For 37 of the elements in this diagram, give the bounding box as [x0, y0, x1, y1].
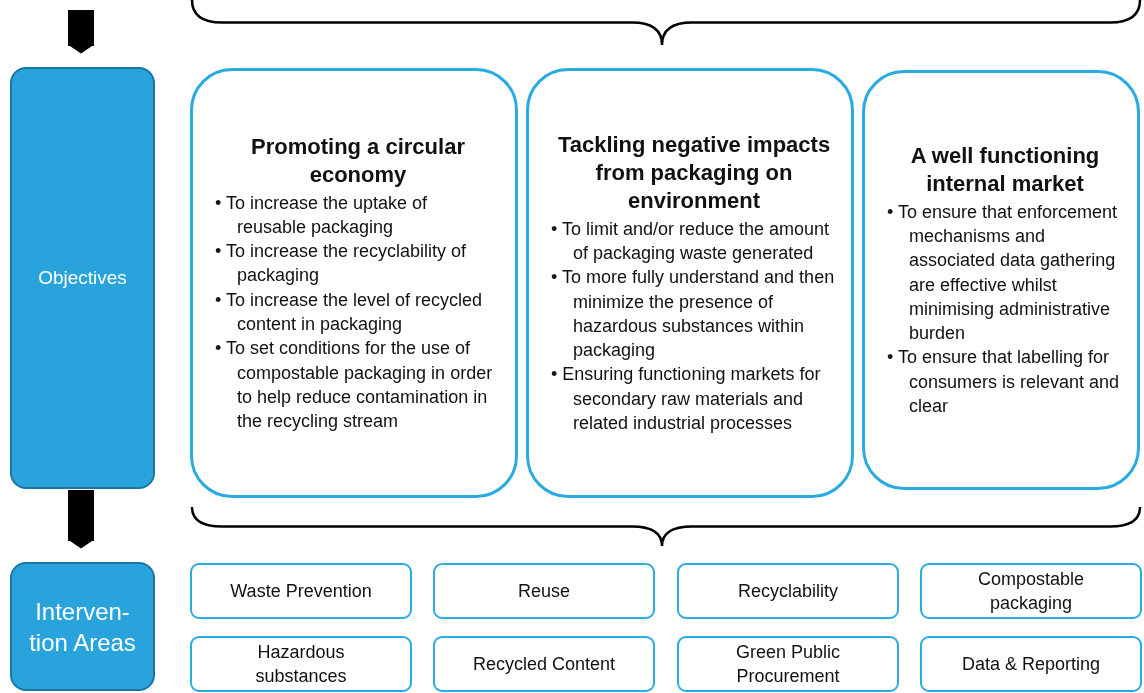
- box-label: Interven- tion Areas: [28, 596, 137, 658]
- intervention-area-box: [677, 563, 899, 619]
- bullet-text: • To ensure that enforcement mechanisms and associated data gathering are effective whilst minimising administrative burden: [887, 200, 1119, 346]
- box-label: Data & Reporting: [961, 653, 1101, 676]
- intervention-area-box: [190, 636, 412, 692]
- bullet-text: • To increase the recyclability of packaging: [215, 240, 468, 288]
- down-arrow: [68, 490, 94, 549]
- box-label: Hazardous substances: [254, 641, 348, 688]
- intervention-area-box: [920, 636, 1142, 692]
- card-heading: Tackling negative impacts from packaging on environment: [556, 130, 832, 215]
- box-label: Recycled Content: [472, 653, 616, 676]
- bullet-text: • To limit and/or reduce the amount of packaging waste generated: [551, 217, 831, 265]
- bullet-text: • Ensuring functioning markets for secondary raw materials and related industrial processes: [551, 363, 822, 436]
- bullet-text: • To more fully understand and then minimize the presence of hazardous substances within packaging: [551, 266, 836, 363]
- card-heading: A well functioning internal market: [909, 141, 1101, 198]
- intervention-area-box: [433, 636, 655, 692]
- down-arrow: [68, 10, 94, 54]
- intervention-area-box: [677, 636, 899, 692]
- objective-card: [526, 68, 854, 498]
- box-label: Reuse: [518, 580, 570, 603]
- card-heading: Promoting a circular economy: [250, 132, 466, 189]
- intervention-area-box: [190, 563, 412, 619]
- box-label: Compostable packaging: [976, 568, 1086, 615]
- objective-card: [190, 68, 518, 498]
- box-label: Waste Prevention: [230, 580, 372, 603]
- bullet-text: • To increase the level of recycled content in packaging: [215, 288, 484, 336]
- objective-card: [862, 70, 1140, 490]
- section-label-box: [10, 67, 155, 489]
- box-label: Objectives: [38, 267, 127, 289]
- intervention-area-box: [433, 563, 655, 619]
- intervention-area-box: [920, 563, 1142, 619]
- bullet-text: • To set conditions for the use of compostable packaging in order to help reduce contamination in the recycling stream: [215, 337, 494, 434]
- box-label: Recyclability: [738, 580, 838, 603]
- bullet-text: • To ensure that labelling for consumers is relevant and clear: [887, 346, 1121, 419]
- section-label-box: [10, 562, 155, 691]
- box-label: Green Public Procurement: [734, 641, 842, 688]
- bullet-text: • To increase the uptake of reusable packaging: [215, 191, 429, 239]
